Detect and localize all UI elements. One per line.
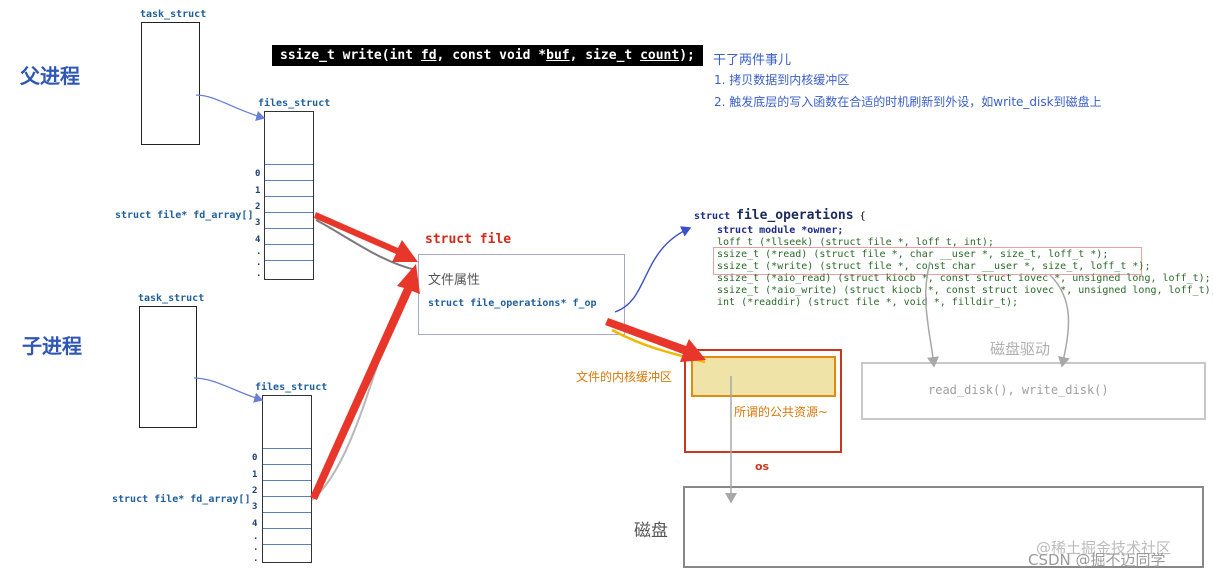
- disk-driver-title: 磁盘驱动: [990, 340, 1051, 358]
- notes-item-1: 1. 拷贝数据到内核缓冲区: [714, 73, 850, 87]
- kernel-buffer-label: 文件的内核缓冲区: [576, 370, 673, 384]
- fop-line-write: ssize_t (*write) (struct file *, const c…: [717, 261, 1151, 272]
- child-fd-index: 4: [252, 519, 258, 529]
- parent-process-label: 父进程: [20, 64, 80, 88]
- notes-title: 干了两件事儿: [713, 53, 792, 68]
- parent-fd-index: 4: [255, 235, 261, 245]
- parent-fd-table: [264, 111, 314, 280]
- fop-line-aio-write: ssize_t (*aio_write) (struct kiocb *, co…: [717, 285, 1213, 296]
- child-fd-index: 1: [252, 470, 258, 480]
- parent-fd-index: .: [256, 258, 262, 268]
- os-label: os: [755, 460, 770, 473]
- parent-fd-array-label: struct file* fd_array[]: [115, 210, 254, 221]
- parent-fd-index: 0: [255, 169, 261, 179]
- parent-fd-index: .: [256, 269, 262, 279]
- child-files-struct-label: files_struct: [255, 382, 328, 393]
- child-fd-array-label: struct file* fd_array[]: [112, 494, 251, 505]
- parent-fd-index: 1: [255, 186, 261, 196]
- child-fd-index: .: [253, 543, 259, 553]
- file-ops-pointer-label: struct file_operations* f_op: [428, 298, 597, 309]
- fop-to-file-operations-arrow: [614, 226, 692, 313]
- struct-file-title: struct file: [425, 232, 512, 247]
- child-fd-to-file-gray: [311, 269, 415, 501]
- parent-task-struct-label: task_struct: [140, 9, 207, 20]
- child-fd-table: [262, 395, 312, 563]
- disk-driver-box: [861, 362, 1206, 420]
- parent-task-struct-box: [141, 22, 200, 145]
- parent-fd-index: .: [256, 247, 262, 257]
- child-fd-index: 2: [252, 486, 258, 496]
- parent-fd-index: 2: [255, 202, 261, 212]
- fop-line-read: ssize_t (*read) (struct file *, char __u…: [717, 249, 1109, 260]
- fop-line-aio-read: ssize_t (*aio_read) (struct kiocb *, con…: [717, 273, 1211, 284]
- parent-task-to-files-arrow: [195, 94, 266, 121]
- write-signature: ssize_t write(int fd, const void *buf, s…: [272, 45, 703, 66]
- parent-fd-to-file-gray: [315, 219, 417, 271]
- child-fd-index: .: [253, 554, 259, 564]
- watermark-text: CSDN @掘不迈同学: [1028, 551, 1166, 569]
- disk-label: 磁盘: [634, 521, 668, 541]
- fop-line-readdir: int (*readdir) (struct file *, void *, f…: [717, 297, 1019, 308]
- child-fd-index: .: [253, 532, 259, 542]
- parent-fd-index: 3: [255, 218, 261, 228]
- parent-files-struct-label: files_struct: [258, 98, 331, 109]
- child-task-struct-label: task_struct: [138, 293, 205, 304]
- kernel-buffer: [691, 356, 836, 397]
- child-fd-index: 0: [252, 453, 258, 463]
- notes-item-2: 2. 触发底层的写入函数在合适的时机刷新到外设，如write_disk到磁盘上: [714, 95, 1102, 109]
- child-fd-index: 3: [252, 502, 258, 512]
- struct-file-box: [418, 254, 625, 335]
- fop-line-owner: struct module *owner;: [717, 225, 844, 236]
- child-process-label: 子进程: [22, 334, 82, 358]
- public-resource-note: 所谓的公共资源~: [734, 405, 829, 419]
- child-task-struct-box: [139, 306, 197, 428]
- disk-box: [683, 486, 1204, 568]
- disk-driver-functions: read_disk(), write_disk(): [928, 383, 1109, 397]
- watermark-logo: @稀土掘金技术社区: [1036, 539, 1172, 557]
- os-region: [684, 349, 842, 453]
- parent-fd-to-file-red: [314, 212, 418, 262]
- file-attributes-label: 文件属性: [428, 273, 481, 288]
- fop-line-llseek: loff_t (*llseek) (struct file *, loff_t,…: [717, 237, 994, 248]
- child-task-to-files-arrow: [193, 377, 264, 403]
- file-operations-header: struct file_operations {: [694, 208, 866, 223]
